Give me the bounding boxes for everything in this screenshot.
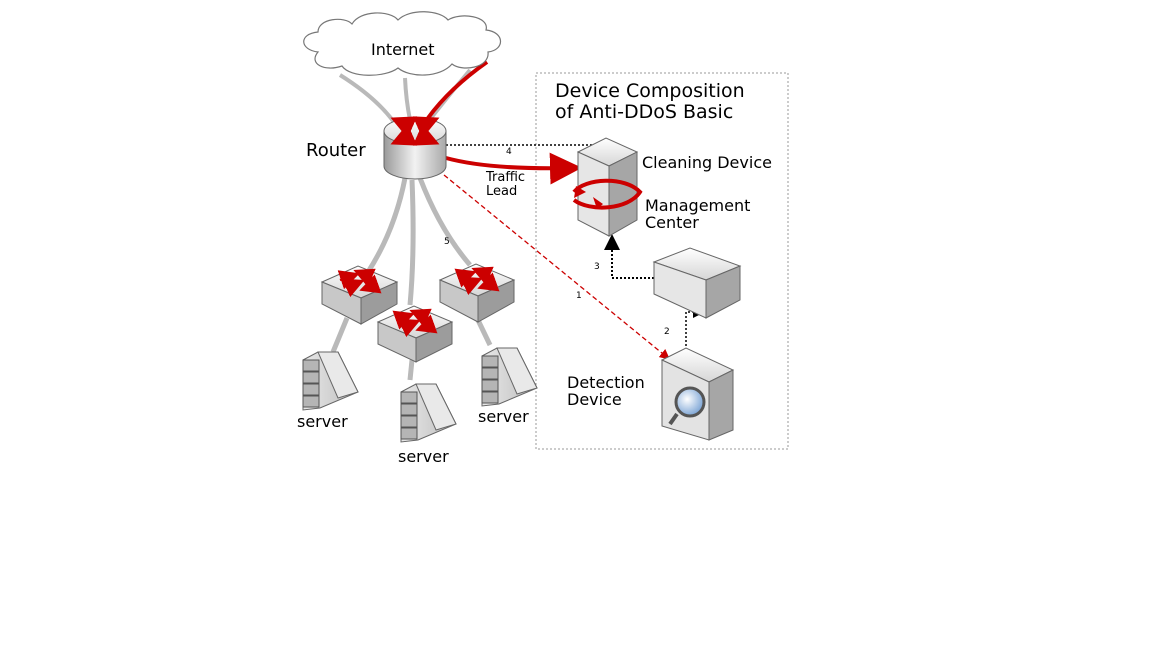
switch-left-icon [320, 265, 399, 325]
composition-title: Device Composition of Anti-DDoS Basic [555, 80, 745, 123]
step2-dotted-line [685, 306, 705, 350]
server-left-icon [302, 351, 359, 411]
step3-dotted-line [604, 234, 654, 279]
server-right-label: server [478, 407, 529, 426]
server-right-icon [481, 347, 538, 407]
router-label: Router [306, 140, 366, 161]
cleaning-device-label: Cleaning Device [642, 153, 772, 172]
switch-server-links [330, 316, 493, 381]
server-middle-label: server [398, 447, 449, 466]
server-middle-icon [400, 383, 457, 443]
internet-label: Internet [371, 40, 435, 59]
router-icon [383, 116, 447, 180]
step-1-label: 1 [576, 291, 582, 301]
internet-cloud [303, 11, 502, 76]
traffic-lead-label: Traffic Lead [486, 170, 526, 200]
step-2-label: 2 [664, 327, 670, 337]
detection-device-label: Detection Device [567, 373, 645, 409]
switch-middle-icon [376, 305, 454, 363]
detection-device-icon [660, 347, 735, 441]
traffic-lead-arrow [445, 152, 582, 185]
step-3-label: 3 [594, 262, 600, 272]
cleaning-device-icon [572, 137, 643, 237]
step-4-label: 4 [506, 147, 512, 157]
attack-traffic-line [426, 60, 489, 120]
step1-dashed-line [443, 174, 671, 360]
switch-right-icon [438, 263, 516, 323]
management-center-icon [652, 247, 742, 319]
server-left-label: server [297, 412, 348, 431]
composition-box [535, 72, 789, 450]
router-switch-links [365, 177, 472, 306]
step-5-label: 5 [444, 237, 450, 247]
management-center-label: Management Center [645, 196, 751, 232]
